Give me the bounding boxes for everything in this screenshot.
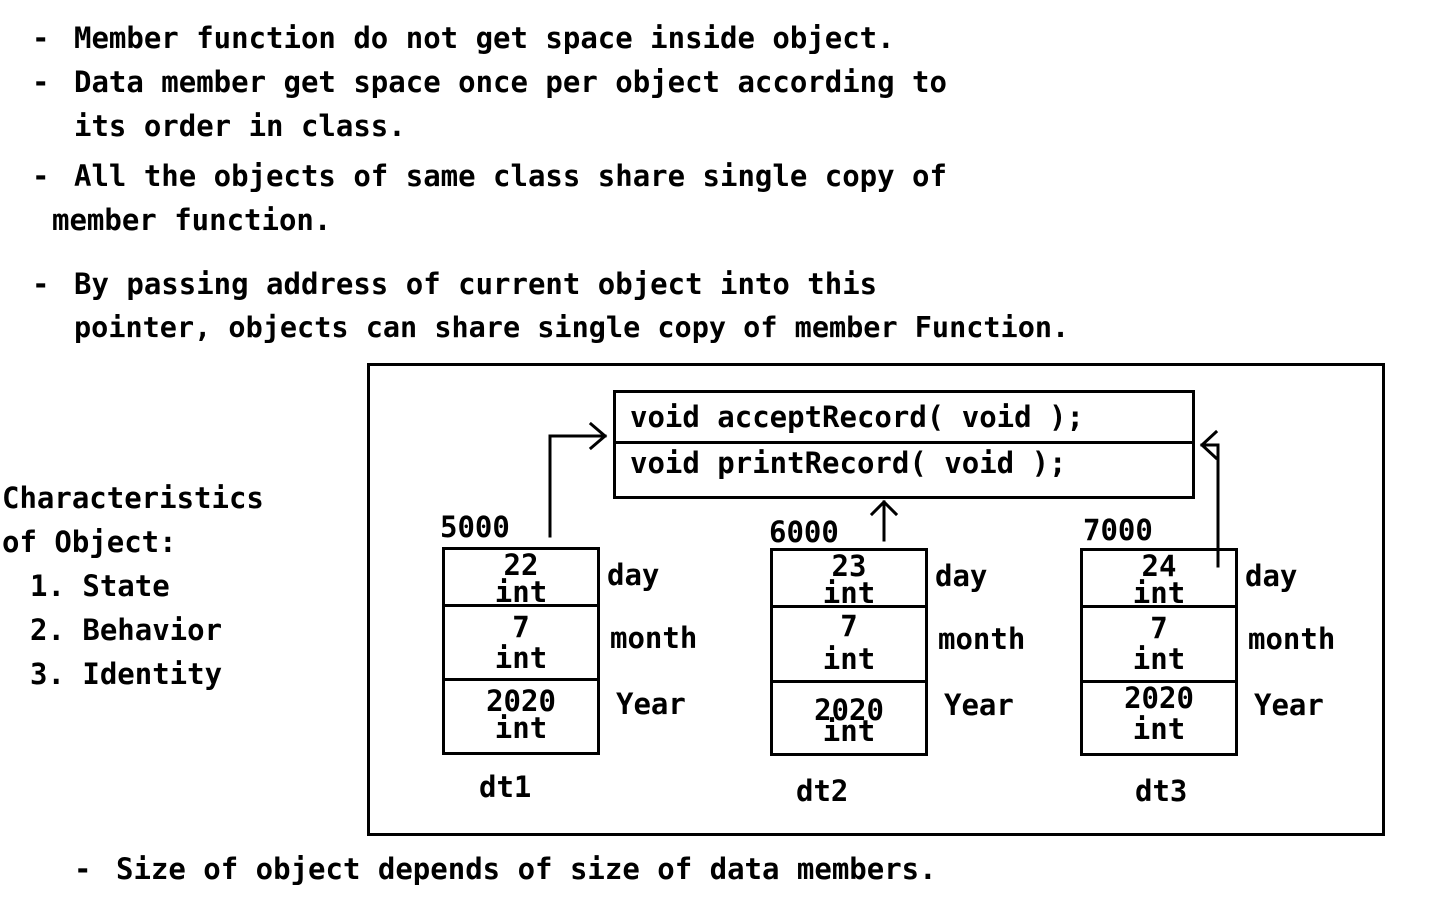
bullet-2-line-2: its order in class.: [74, 109, 406, 143]
arrow-dt2-to-functions: [869, 499, 899, 542]
label-dt2-year: Year: [944, 688, 1014, 722]
field-dt3-year: 2020 int: [1083, 681, 1235, 746]
field-dt2-year: 2020 int: [773, 693, 925, 748]
characteristic-state: 1. State: [30, 569, 170, 603]
field-value: 7: [840, 609, 858, 643]
field-dt1-year: 2020 int: [445, 684, 597, 745]
bullet-1-marker: -: [32, 21, 50, 55]
field-dt1-day: 22 int: [445, 548, 597, 609]
object-dt2: 23 int 7 int 2020 int: [770, 548, 928, 756]
object-address-dt2: 6000: [769, 515, 839, 549]
label-dt1-year: Year: [616, 687, 686, 721]
characteristic-identity: 3. Identity: [30, 657, 223, 691]
field-value: 2020: [1124, 681, 1194, 715]
cell-divider: [445, 678, 597, 681]
cell-divider: [1083, 680, 1235, 683]
field-type: int: [494, 575, 548, 609]
cell-divider: [1083, 605, 1235, 608]
label-dt1-day: day: [607, 558, 660, 592]
bullet-3-line-2: member function.: [52, 203, 332, 237]
arrow-dt1-to-functions: [548, 421, 608, 538]
function-print-record: void printRecord( void );: [630, 446, 1067, 480]
field-value: 7: [512, 610, 530, 644]
object-dt1: 22 int 7 int 2020 int: [442, 547, 600, 755]
field-dt3-day: 24 int: [1083, 549, 1235, 610]
field-value: 2020: [814, 693, 884, 727]
object-address-dt1: 5000: [440, 510, 510, 544]
label-dt2-month: month: [938, 622, 1026, 656]
cell-divider: [773, 680, 925, 683]
object-dt3: 24 int 7 int 2020 int: [1080, 548, 1238, 756]
field-type: int: [1132, 576, 1186, 610]
field-value: 23: [831, 549, 867, 583]
field-type: int: [494, 711, 548, 745]
bullet-4-line-1: By passing address of current object int…: [74, 267, 878, 301]
label-dt3-year: Year: [1254, 688, 1324, 722]
function-accept-record: void acceptRecord( void );: [630, 400, 1084, 434]
bullet-4-marker: -: [32, 267, 50, 301]
cell-divider: [773, 605, 925, 608]
field-dt2-month: 7 int: [773, 609, 925, 676]
field-value: 22: [503, 548, 539, 582]
field-type: int: [822, 642, 876, 676]
field-value: 2020: [486, 684, 556, 718]
label-dt1-month: month: [610, 621, 698, 655]
characteristics-heading-line-2: of Object:: [2, 525, 177, 559]
label-dt3-day: day: [1245, 559, 1298, 593]
field-type: int: [1132, 642, 1186, 676]
label-dt3-month: month: [1248, 622, 1336, 656]
object-name-dt3: dt3: [1135, 774, 1188, 808]
field-type: int: [1132, 712, 1186, 746]
cell-divider: [445, 604, 597, 607]
field-type: int: [822, 576, 876, 610]
field-dt2-day: 23 int: [773, 549, 925, 610]
bullet-1-line-1: Member function do not get space inside …: [74, 21, 895, 55]
label-dt2-day: day: [935, 559, 988, 593]
footer-note: Size of object depends of size of data m…: [116, 852, 937, 886]
object-name-dt1: dt1: [479, 770, 532, 804]
memory-diagram-frame: [367, 363, 1385, 836]
characteristics-heading-line-1: Characteristics: [2, 481, 264, 515]
field-value: 24: [1141, 549, 1177, 583]
field-value: 7: [1150, 611, 1168, 645]
object-address-dt3: 7000: [1083, 513, 1153, 547]
member-function-box: void acceptRecord( void ); void printRec…: [613, 390, 1195, 499]
bullet-3-line-1: All the objects of same class share sing…: [74, 159, 947, 193]
bullet-4-line-2: pointer, objects can share single copy o…: [74, 311, 1070, 344]
field-dt1-month: 7 int: [445, 610, 597, 675]
arrow-dt3-to-functions: [1199, 429, 1220, 568]
characteristic-behavior: 2. Behavior: [30, 613, 223, 647]
field-type: int: [494, 641, 548, 675]
function-box-divider: [616, 441, 1192, 444]
object-name-dt2: dt2: [796, 774, 849, 808]
footer-marker: -: [74, 852, 92, 886]
bullet-2-line-1: Data member get space once per object ac…: [74, 65, 947, 99]
bullet-2-marker: -: [32, 65, 50, 99]
field-type: int: [822, 714, 876, 748]
field-dt3-month: 7 int: [1083, 611, 1235, 676]
bullet-3-marker: -: [32, 159, 50, 193]
